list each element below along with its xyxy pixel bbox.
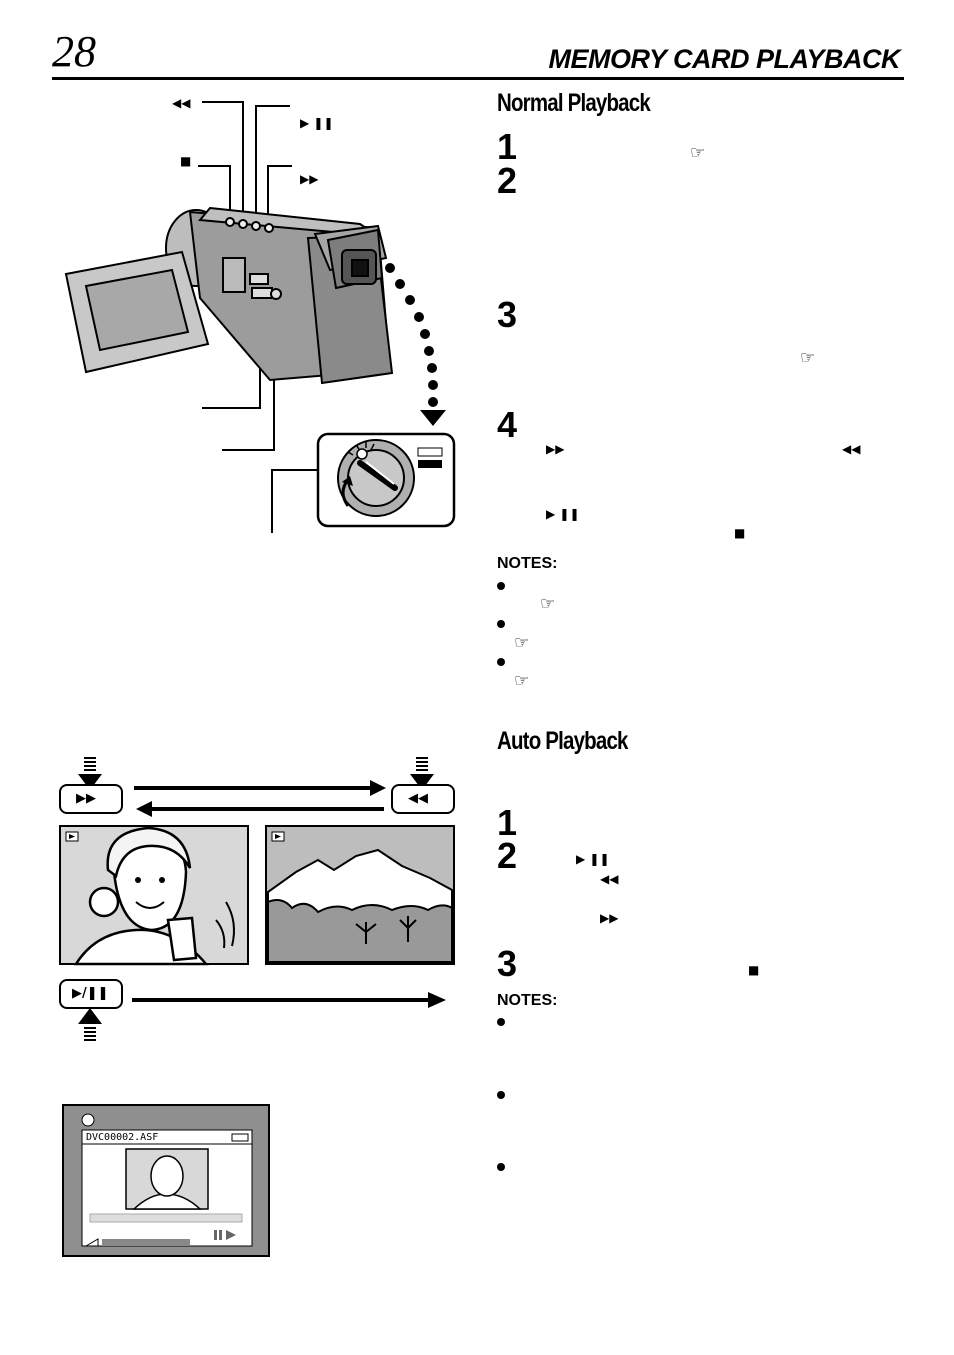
sequence-drawing — [59, 757, 455, 1041]
camcorder-drawing — [64, 101, 456, 533]
ref-icon: ☞ — [800, 348, 816, 368]
camcorder-illustration: ◀◀ ▶ ❚❚ ■ ▶▶ — [60, 88, 460, 538]
play-pause-button-label: ▶/❚❚ — [72, 986, 109, 1001]
note-bullet — [497, 1091, 505, 1099]
running-head: MEMORY CARD PLAYBACK — [548, 44, 900, 74]
note-bullet — [497, 582, 505, 590]
rew-button-label: ◀◀ — [408, 791, 428, 806]
notes-label-2: NOTES: — [497, 992, 558, 1009]
header-rule — [52, 77, 904, 80]
normal-step-2: 2 — [497, 160, 518, 201]
auto-stop-symbol: ■ — [748, 963, 760, 977]
note-bullet — [497, 1018, 505, 1026]
auto-play-pause-symbol: ▶ ❚❚ — [576, 852, 610, 866]
note-bullet — [497, 1163, 505, 1171]
auto-step-1: 1 — [497, 802, 518, 843]
ref-icon: ☞ — [690, 143, 706, 163]
step4-stop-symbol: ■ — [734, 526, 746, 540]
auto-step-2: 2 — [497, 835, 518, 876]
step4-play-pause-symbol: ▶ ❚❚ — [546, 507, 580, 521]
note-bullet — [497, 620, 505, 628]
normal-step-1: 1 — [497, 126, 518, 167]
play-pause-callout: ▶ ❚❚ — [300, 116, 334, 130]
ff-button-label: ▶▶ — [76, 791, 96, 806]
notes-label-1: NOTES: — [497, 555, 558, 572]
normal-step-3: 3 — [497, 294, 518, 335]
ref-icon: ☞ — [514, 671, 530, 691]
screen-filename: DVC00002.ASF — [86, 1132, 159, 1143]
playback-sequence-diagram: ▶▶ ◀◀ ▶/❚❚ — [56, 752, 458, 1042]
normal-playback-heading: Normal Playback — [497, 89, 651, 117]
auto-playback-heading: Auto Playback — [497, 727, 628, 755]
note-bullet — [497, 658, 505, 666]
step4-rew-symbol: ◀◀ — [842, 442, 861, 456]
auto-ff-symbol: ▶▶ — [600, 911, 619, 925]
rewind-callout: ◀◀ — [172, 96, 191, 110]
lcd-drawing — [81, 1113, 253, 1247]
fast-forward-callout: ▶▶ — [300, 172, 319, 186]
stop-callout: ■ — [180, 154, 192, 168]
normal-step-4: 4 — [497, 404, 518, 445]
lcd-screen: DVC00002.ASF — [62, 1104, 270, 1257]
ref-icon: ☞ — [514, 633, 530, 653]
step4-ff-symbol: ▶▶ — [546, 442, 565, 456]
ref-icon: ☞ — [540, 594, 556, 614]
page-number: 28 — [52, 27, 96, 76]
auto-step-3: 3 — [497, 943, 518, 984]
auto-rew-symbol: ◀◀ — [600, 872, 619, 886]
